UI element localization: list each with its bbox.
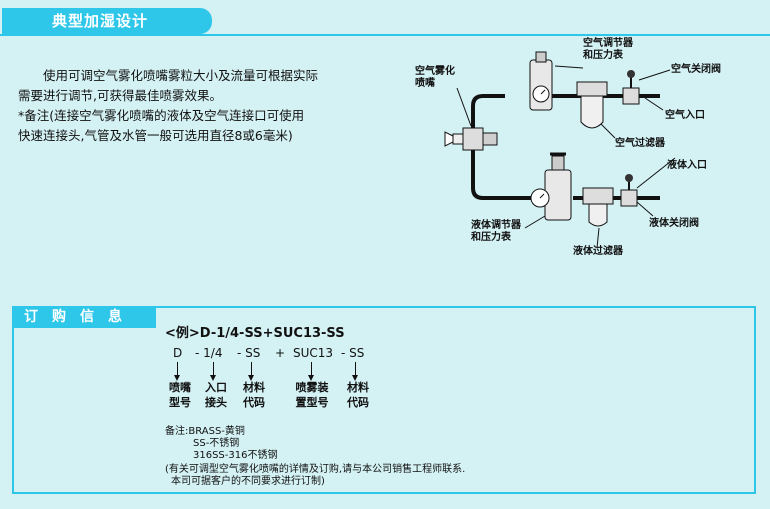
label-nozzle: 空气雾化 喷嘴 (415, 66, 455, 89)
arrow-down-icon (174, 362, 180, 381)
description-paragraph: 使用可调空气雾化喷嘴雾粒大小及流量可根据实际 需要进行调节,可获得最佳喷雾效果。… (18, 66, 388, 146)
air-valve-icon (622, 70, 640, 105)
arrow-down-icon (308, 362, 314, 381)
code-part-plus: + (275, 346, 286, 360)
ordering-example: <例>D-1/4-SS+SUC13-SS D - 1/4 - SS + SUC1… (165, 322, 585, 487)
section-title-ordering: 订购信息 (12, 306, 156, 328)
caption-inlet-fitting: 入口 接头 (205, 381, 227, 409)
note-ss: SS-不锈钢 (193, 438, 240, 449)
label-air-filter: 空气过滤器 (615, 138, 665, 149)
label-liquid-inlet: 液体入口 (667, 160, 707, 171)
caption-nozzle-model: 喷嘴 型号 (169, 381, 191, 409)
caption-spray-model: 喷雾装 置型号 (295, 381, 329, 409)
air-regulator-icon (529, 51, 553, 111)
liquid-valve-icon (620, 174, 638, 207)
piping-schematic (444, 51, 676, 249)
arrow-down-icon (210, 362, 216, 381)
caption-material-code: 材料 代码 (243, 381, 265, 409)
code-part-material-2: - SS (341, 346, 365, 360)
paragraph-line: 快速连接头,气管及水管一般可选用直径8或6毫米) (18, 128, 293, 143)
note-brass: 备注:BRASS-黄铜 (165, 426, 245, 437)
arrow-down-icon (352, 362, 358, 381)
air-filter-icon (576, 81, 608, 129)
note-contact: (有关可调型空气雾化喷嘴的详情及订购,请与本公司销售工程师联系. (165, 464, 466, 475)
label-liquid-filter: 液体过滤器 (573, 246, 623, 257)
code-part-inlet: - 1/4 (195, 346, 223, 360)
liquid-regulator-icon (530, 152, 572, 221)
liquid-pipe (471, 148, 537, 200)
code-part-spray-model: SUC13 (293, 346, 334, 360)
label-liquid-valve: 液体关闭阀 (649, 218, 699, 229)
section-divider (0, 34, 770, 36)
paragraph-line: 使用可调空气雾化喷嘴雾粒大小及流量可根据实际 (43, 68, 319, 83)
section-title-humidification: 典型加湿设计 (2, 8, 212, 34)
label-liquid-regulator: 液体调节器 和压力表 (471, 220, 521, 243)
ordering-info-box (12, 306, 756, 494)
code-part-material: - SS (237, 346, 261, 360)
caption-material-code-2: 材料 代码 (347, 381, 369, 409)
note-custom: 本司可据客户的不同要求进行订制) (171, 476, 325, 487)
liquid-filter-icon (582, 187, 614, 227)
label-air-inlet: 空气入口 (665, 110, 705, 121)
label-air-regulator: 空气调节器 和压力表 (583, 38, 633, 61)
humidification-diagram: 空气雾化 喷嘴 空气调节器 和压力表 空气关闭阀 空气入口 空气过滤器 液体入口… (405, 38, 770, 268)
nozzle-icon (444, 127, 498, 151)
air-pipe (471, 94, 505, 130)
paragraph-line: 需要进行调节,可获得最佳喷雾效果。 (18, 88, 222, 103)
order-example-code: <例>D-1/4-SS+SUC13-SS (165, 326, 345, 341)
label-air-valve: 空气关闭阀 (671, 64, 721, 75)
note-316ss: 316SS-316不锈钢 (193, 450, 278, 461)
code-part-model: D (173, 346, 183, 360)
pointer-lines (456, 65, 676, 249)
paragraph-line: *备注(连接空气雾化喷嘴的液体及空气连接口可使用 (18, 108, 305, 123)
arrow-down-icon (248, 362, 254, 381)
